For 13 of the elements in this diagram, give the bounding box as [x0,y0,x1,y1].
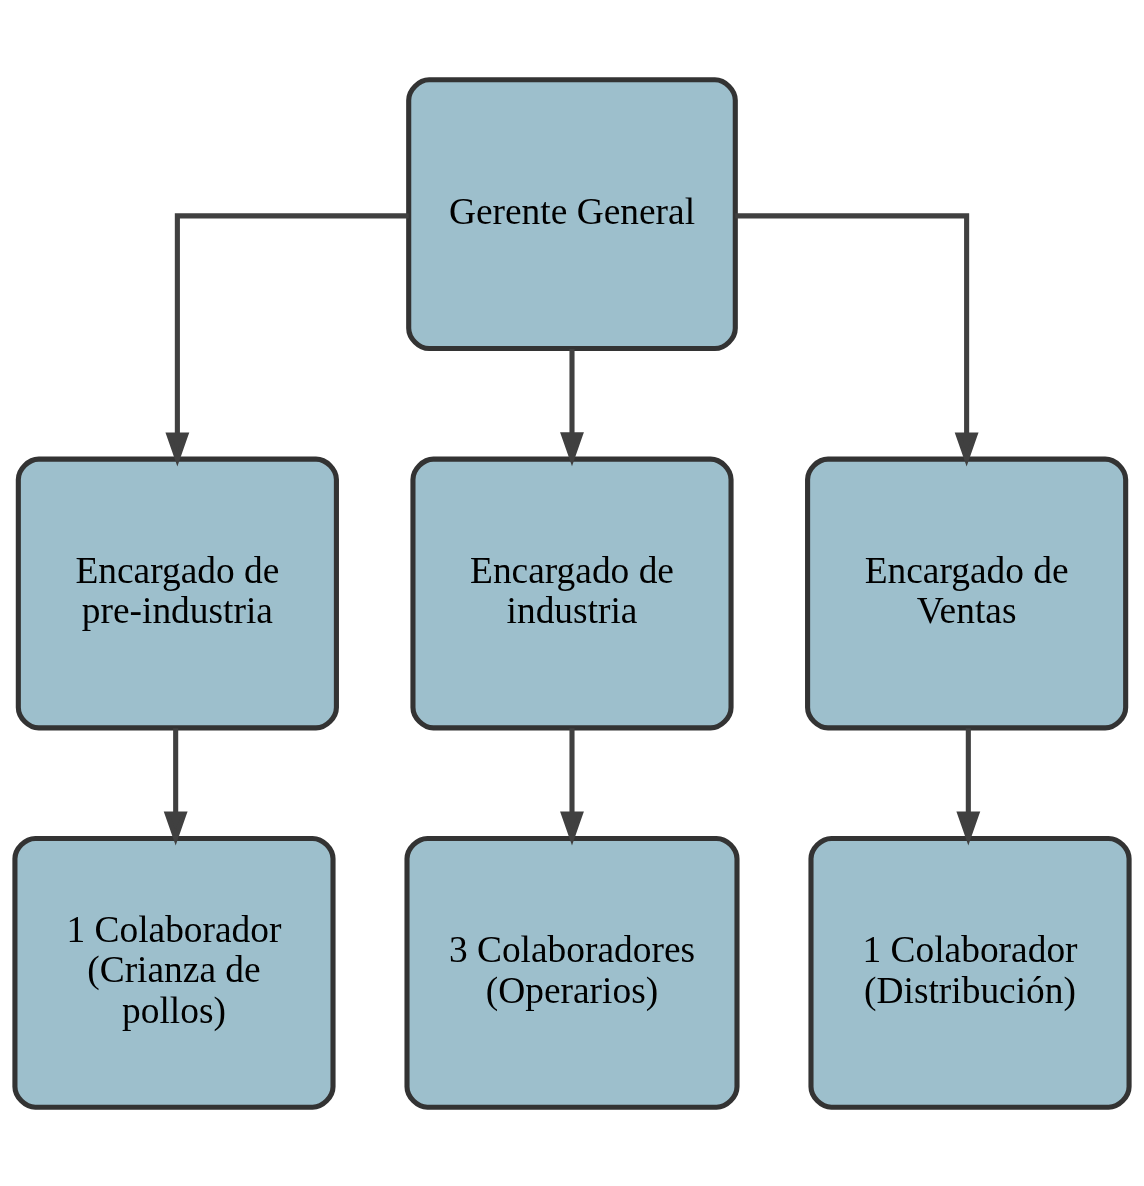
arrow [560,727,584,846]
arrow [560,348,584,466]
arrow [165,212,409,466]
node-box: 1 Colaborador (Distribución) [808,835,1132,1110]
node-box: Gerente General [406,76,738,351]
node-box: 3 Colaboradores (Operarios) [404,835,740,1110]
node-box: Encargado de industria [410,456,734,730]
arrow [956,727,981,846]
node-box: 1 Colaborador (Crianza de pollos) [12,835,336,1110]
node-box: Encargado de pre-industria [15,456,339,730]
node-box: Encargado de Ventas [805,456,1129,730]
arrow [735,212,979,466]
arrow [163,727,188,846]
